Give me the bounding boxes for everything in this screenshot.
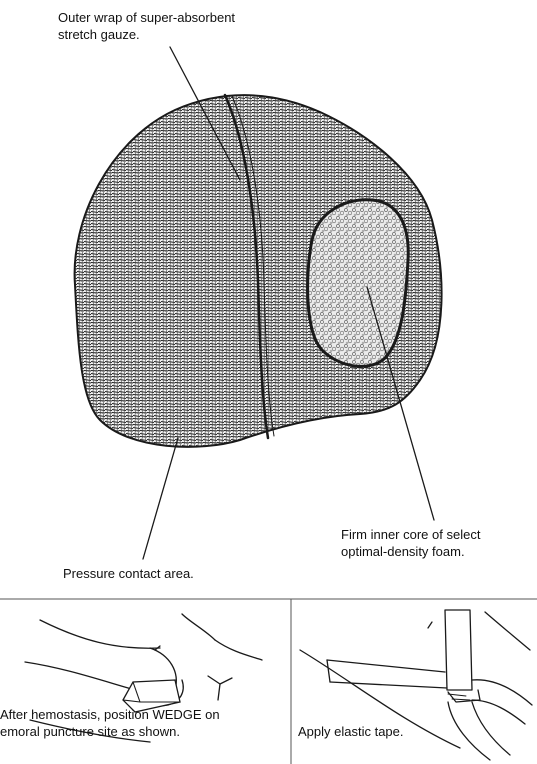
outer-wrap-label: Outer wrap of super-absorbent stretch ga… (58, 9, 235, 43)
gauze-wedge (75, 95, 442, 447)
step2-caption: Apply elastic tape. (298, 723, 404, 740)
step1-caption: After hemostasis, position WEDGE on emor… (0, 706, 220, 740)
inner-core-foam (308, 200, 409, 367)
pressure-area-label: Pressure contact area. (63, 565, 194, 582)
pressure-leader (143, 438, 178, 559)
inner-core-label: Firm inner core of select optimal-densit… (341, 526, 480, 560)
